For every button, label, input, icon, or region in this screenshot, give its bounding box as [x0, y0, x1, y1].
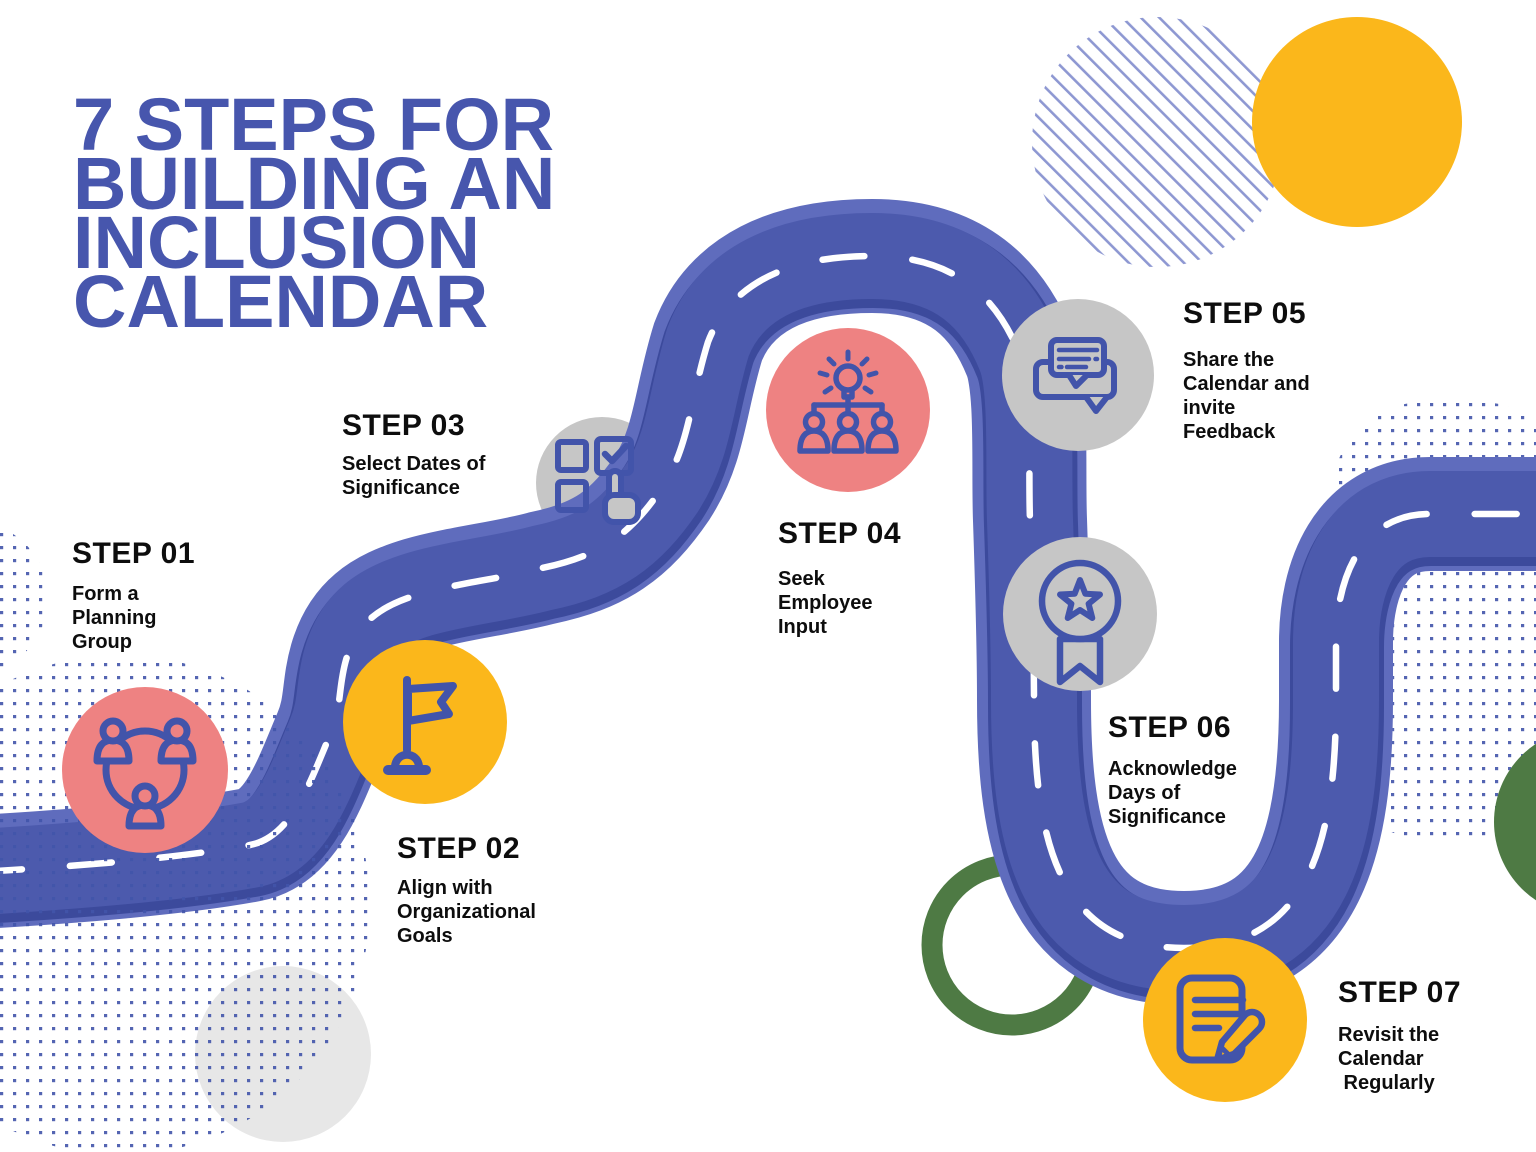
step-07-label: STEP 07 — [1338, 976, 1462, 1009]
document-edit-icon — [1176, 974, 1266, 1064]
desc-line: Planning — [72, 607, 157, 629]
desc-line: Input — [778, 616, 827, 638]
step-03-label: STEP 03 — [342, 409, 466, 442]
step-05-label: STEP 05 — [1183, 297, 1307, 330]
step-02-label: STEP 02 — [397, 832, 521, 865]
desc-line: Acknowledge — [1108, 758, 1237, 780]
team-idea-icon — [797, 349, 899, 454]
dots-pattern-left-small — [0, 527, 48, 669]
ballot-checklist-icon — [555, 436, 641, 525]
desc-line: Calendar and — [1183, 373, 1310, 395]
title-line: CALENDAR — [73, 260, 489, 343]
desc-line: Seek — [778, 568, 825, 590]
title-line: BUILDING AN — [73, 142, 556, 225]
desc-line: Days of — [1108, 782, 1181, 804]
green-accent-circle — [1494, 743, 1536, 901]
desc-line: Calendar — [1338, 1048, 1424, 1070]
desc-line: Goals — [397, 925, 453, 947]
desc-line: Group — [72, 631, 132, 653]
award-medal-icon — [1038, 559, 1122, 686]
road-center-line — [0, 252, 1536, 952]
desc-line: Significance — [342, 477, 460, 499]
desc-line: Significance — [1108, 806, 1226, 828]
desc-line: Organizational — [397, 901, 536, 923]
chat-bubbles-icon — [1033, 337, 1117, 414]
striped-accent-circle — [1032, 17, 1282, 267]
desc-line: Feedback — [1183, 421, 1276, 443]
people-network-icon — [93, 717, 197, 830]
yellow-accent-circle — [1252, 17, 1462, 227]
desc-line: Select Dates of — [342, 453, 486, 475]
desc-line: Regularly — [1338, 1072, 1435, 1094]
step-01-label: STEP 01 — [72, 537, 196, 570]
title-line: INCLUSION — [73, 201, 480, 284]
desc-line: Align with — [397, 877, 493, 899]
desc-line: Revisit the — [1338, 1024, 1440, 1046]
desc-line: invite — [1183, 397, 1236, 419]
desc-line: Employee — [778, 592, 873, 614]
desc-line: Share the — [1183, 349, 1275, 371]
desc-line: Form a — [72, 583, 139, 605]
title-line: 7 STEPS FOR — [73, 83, 555, 166]
step-04-label: STEP 04 — [778, 517, 902, 550]
flag-icon — [383, 676, 457, 775]
step-06-label: STEP 06 — [1108, 711, 1232, 744]
